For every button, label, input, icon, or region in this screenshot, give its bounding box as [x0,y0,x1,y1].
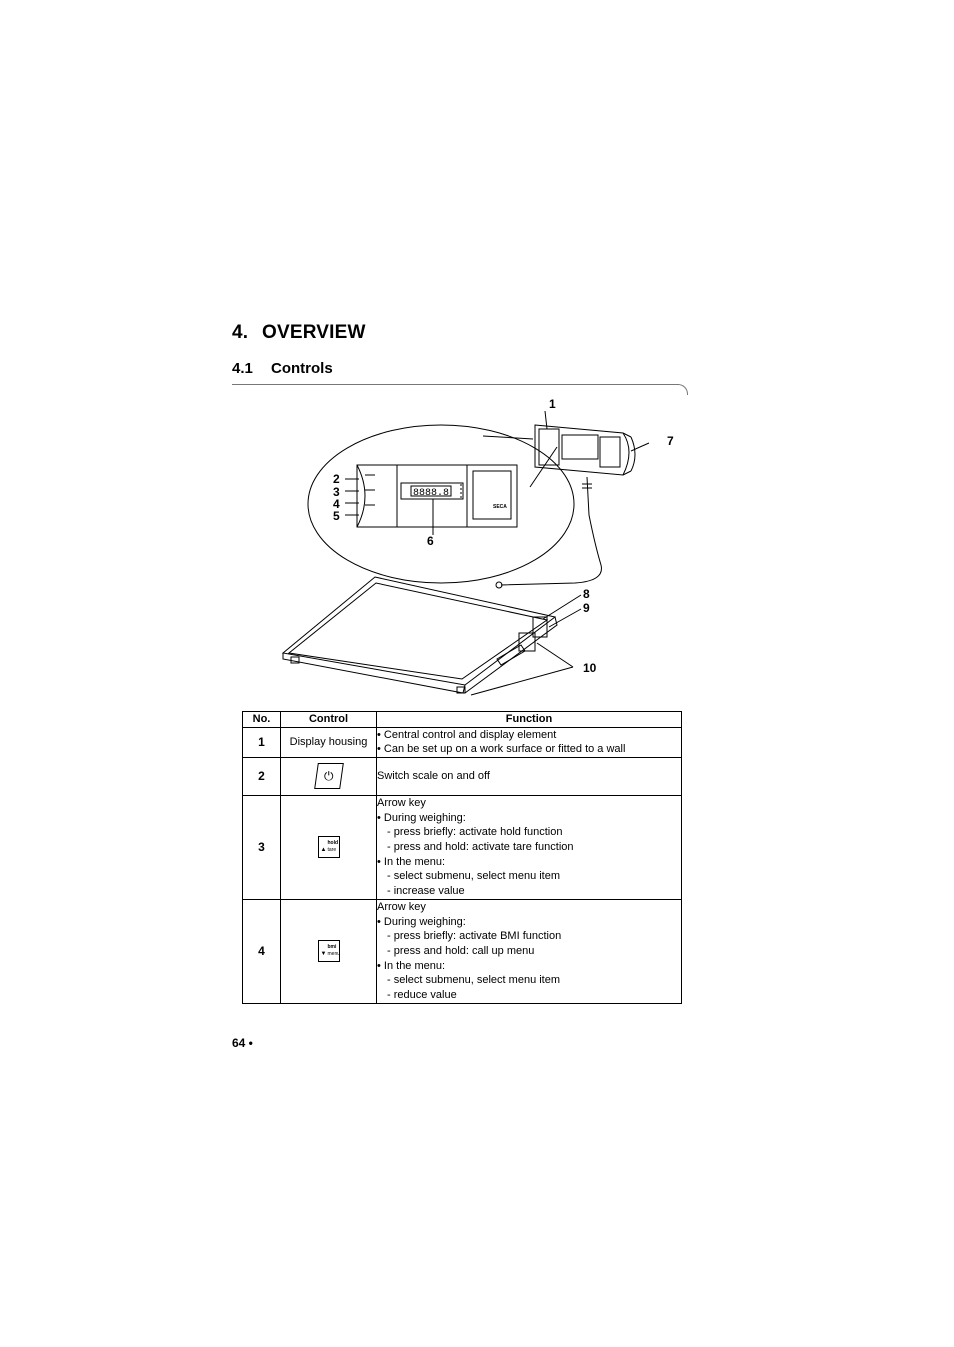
row-function: Arrow key • During weighing: - press bri… [376,794,682,900]
arrow-down-icon: ▼ [320,951,327,958]
row-number: 1 [242,726,281,758]
function-line: - press and hold: call up menu [387,944,535,957]
section-heading: 4.1 Controls [232,360,333,377]
display-housing [534,424,636,476]
arrow-up-icon: ▲ [320,847,327,854]
callout-9: 9 [583,601,590,615]
header-no: No. [242,711,281,728]
callout-5: 5 [333,509,340,523]
row-control: Display housing [280,726,377,758]
function-line: - select submenu, select menu item [387,870,561,883]
heading-title: OVERVIEW [262,322,366,343]
scale-illustration: 8888.8 SECA 1 2 3 4 5 6 7 8 9 10 [281,397,674,696]
function-line: Arrow key [377,797,426,810]
table-row: 4 ▼ bmi menu Arrow key • During weighing… [242,898,682,1004]
brand-logo: SECA [493,504,507,510]
section-title: Controls [271,360,333,377]
section-rule [232,384,679,385]
row-function: Arrow key • During weighing: - press bri… [376,898,682,1004]
weighing-platform [281,576,558,694]
section-rule-corner [677,384,688,395]
key-label-top: bmi [327,944,337,951]
function-line: Switch scale on and off [377,769,490,782]
display-digits: 8888.8 [413,488,449,499]
table-row: 1 Display housing • Central control and … [242,726,682,758]
table-header-row: No. Control Function [242,711,682,728]
arrow-up-hold-tare-key-icon: ▲ hold tare [317,836,340,859]
page-number: 64 • [232,1036,253,1050]
row-control: ▼ bmi menu [280,898,377,1004]
row-control: ▲ hold tare [280,794,377,900]
key-label-bottom: tare [327,847,337,854]
function-line: - press and hold: activate tare function [387,840,574,853]
function-line: • In the menu: [377,959,446,972]
section-number: 4.1 [232,360,253,377]
callout-7: 7 [667,434,674,448]
function-line: Arrow key [377,901,426,914]
function-line: • In the menu: [377,855,446,868]
controls-table: No. Control Function 1 Display housing •… [242,711,682,1004]
page-heading: 4. OVERVIEW [232,322,366,344]
cable [500,476,602,586]
row-function: Switch scale on and off [376,756,682,796]
table-row: 2 ⏻ Switch scale on and off [242,756,682,796]
header-control: Control [280,711,377,728]
row-number: 2 [242,756,281,796]
heading-number: 4. [232,322,249,343]
row-number: 3 [242,794,281,900]
function-line: - select submenu, select menu item [387,974,561,987]
callout-3: 3 [333,485,340,499]
display-panel-closeup [356,464,518,528]
arrow-down-bmi-menu-key-icon: ▼ bmi menu [317,940,341,963]
function-line: • During weighing: [377,811,466,824]
power-key-icon: ⏻ [313,763,344,790]
function-line: - increase value [387,884,465,897]
function-line: - press briefly: activate BMI function [387,930,562,943]
row-function: • Central control and display element • … [376,726,682,758]
callout-8: 8 [583,587,590,601]
callout-6: 6 [427,534,434,548]
key-label-bottom: menu [327,951,341,958]
callout-4: 4 [333,497,340,511]
header-function: Function [376,711,682,728]
function-line: - reduce value [387,988,457,1001]
key-label-top: hold [327,840,339,847]
function-line: • Central control and display element [377,728,557,741]
function-line: • During weighing: [377,915,466,928]
callout-10: 10 [583,661,597,675]
function-line: - press briefly: activate hold function [387,826,563,839]
row-control: ⏻ [280,756,377,796]
table-row: 3 ▲ hold tare Arrow key • During weighin… [242,794,682,900]
callout-2: 2 [333,472,340,486]
function-line: • Can be set up on a work surface or fit… [377,743,626,756]
magnifier-ellipse [307,424,575,584]
row-number: 4 [242,898,281,1004]
callout-1: 1 [549,397,556,411]
